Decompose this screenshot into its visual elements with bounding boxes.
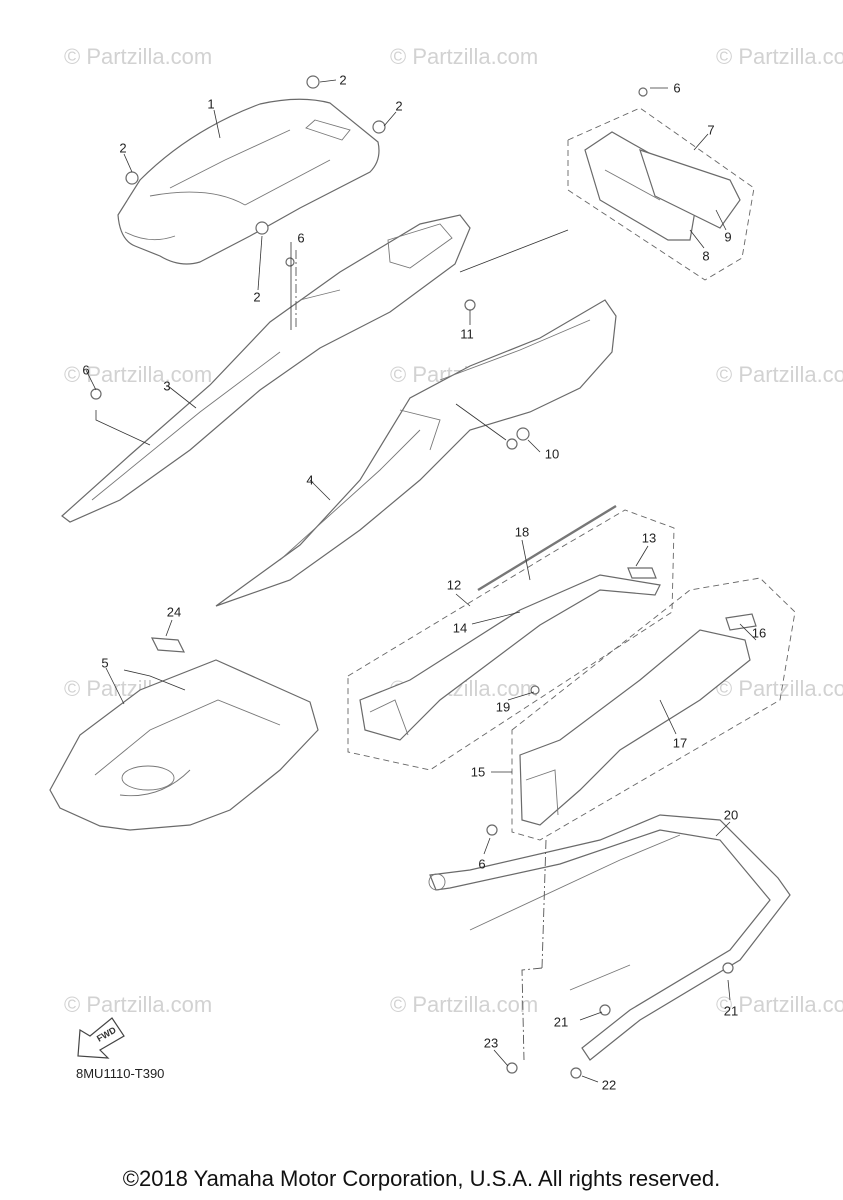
callout-23[interactable]: 23 [483, 1035, 499, 1051]
callout-18[interactable]: 18 [514, 524, 530, 540]
fwd-arrow-icon: FWD [77, 1017, 125, 1059]
callout-3[interactable]: 3 [163, 378, 171, 394]
callout-2[interactable]: 2 [253, 289, 261, 305]
outer-panel-group [511, 577, 796, 841]
alignment-lines [295, 250, 547, 1061]
callout-14[interactable]: 14 [452, 620, 468, 636]
watermark: © Partzilla.com [64, 44, 213, 69]
watermark: © Partzilla.com [390, 992, 539, 1017]
callout-2[interactable]: 2 [395, 98, 403, 114]
callout-10[interactable]: 10 [544, 446, 560, 462]
diagram-code: 8MU1110-T390 [76, 1066, 165, 1081]
storage-tray-part [49, 659, 319, 831]
callout-20[interactable]: 20 [723, 807, 739, 823]
callout-2[interactable]: 2 [339, 72, 347, 88]
callout-21[interactable]: 21 [723, 1003, 739, 1019]
watermark: © Partzilla.com [64, 362, 213, 387]
watermark: © Partzilla.com [716, 676, 843, 701]
watermark: © Partzilla.com [716, 362, 843, 387]
watermark: © Partzilla.com [716, 992, 843, 1017]
callout-7[interactable]: 7 [707, 122, 715, 138]
callout-5[interactable]: 5 [101, 655, 109, 671]
watermark: © Partzilla.com [390, 44, 539, 69]
left-frame-rail-part [61, 214, 471, 523]
right-side-cover-part [215, 299, 617, 607]
callout-2[interactable]: 2 [119, 140, 127, 156]
callout-1[interactable]: 1 [207, 96, 215, 112]
watermark: © Partzilla.com [64, 992, 213, 1017]
callout-22[interactable]: 22 [601, 1077, 617, 1093]
callout-9[interactable]: 9 [724, 229, 732, 245]
watermark: © Partzilla.com [716, 44, 843, 69]
callout-11[interactable]: 11 [460, 326, 474, 342]
callout-6[interactable]: 6 [673, 80, 681, 96]
label-24-part [150, 637, 186, 653]
callout-4[interactable]: 4 [306, 472, 314, 488]
seat-part [117, 98, 380, 265]
callout-13[interactable]: 13 [641, 530, 657, 546]
callout-15[interactable]: 15 [470, 764, 486, 780]
callout-6[interactable]: 6 [478, 856, 486, 872]
callout-6[interactable]: 6 [82, 362, 90, 378]
fasteners [90, 75, 734, 1079]
leader-lines [85, 79, 757, 1083]
callout-17[interactable]: 17 [672, 735, 688, 751]
callout-8[interactable]: 8 [702, 248, 710, 264]
callout-24[interactable]: 24 [166, 604, 182, 620]
callout-12[interactable]: 12 [446, 577, 462, 593]
copyright-notice: ©2018 Yamaha Motor Corporation, U.S.A. A… [122, 1166, 721, 1191]
callout-21[interactable]: 21 [553, 1014, 569, 1030]
callout-19[interactable]: 19 [495, 699, 511, 715]
grab-rail-part [428, 814, 791, 1061]
callout-16[interactable]: 16 [751, 625, 767, 641]
inner-panel-group [347, 504, 675, 771]
rear-bracket-group [567, 107, 755, 281]
callout-6[interactable]: 6 [297, 230, 305, 246]
